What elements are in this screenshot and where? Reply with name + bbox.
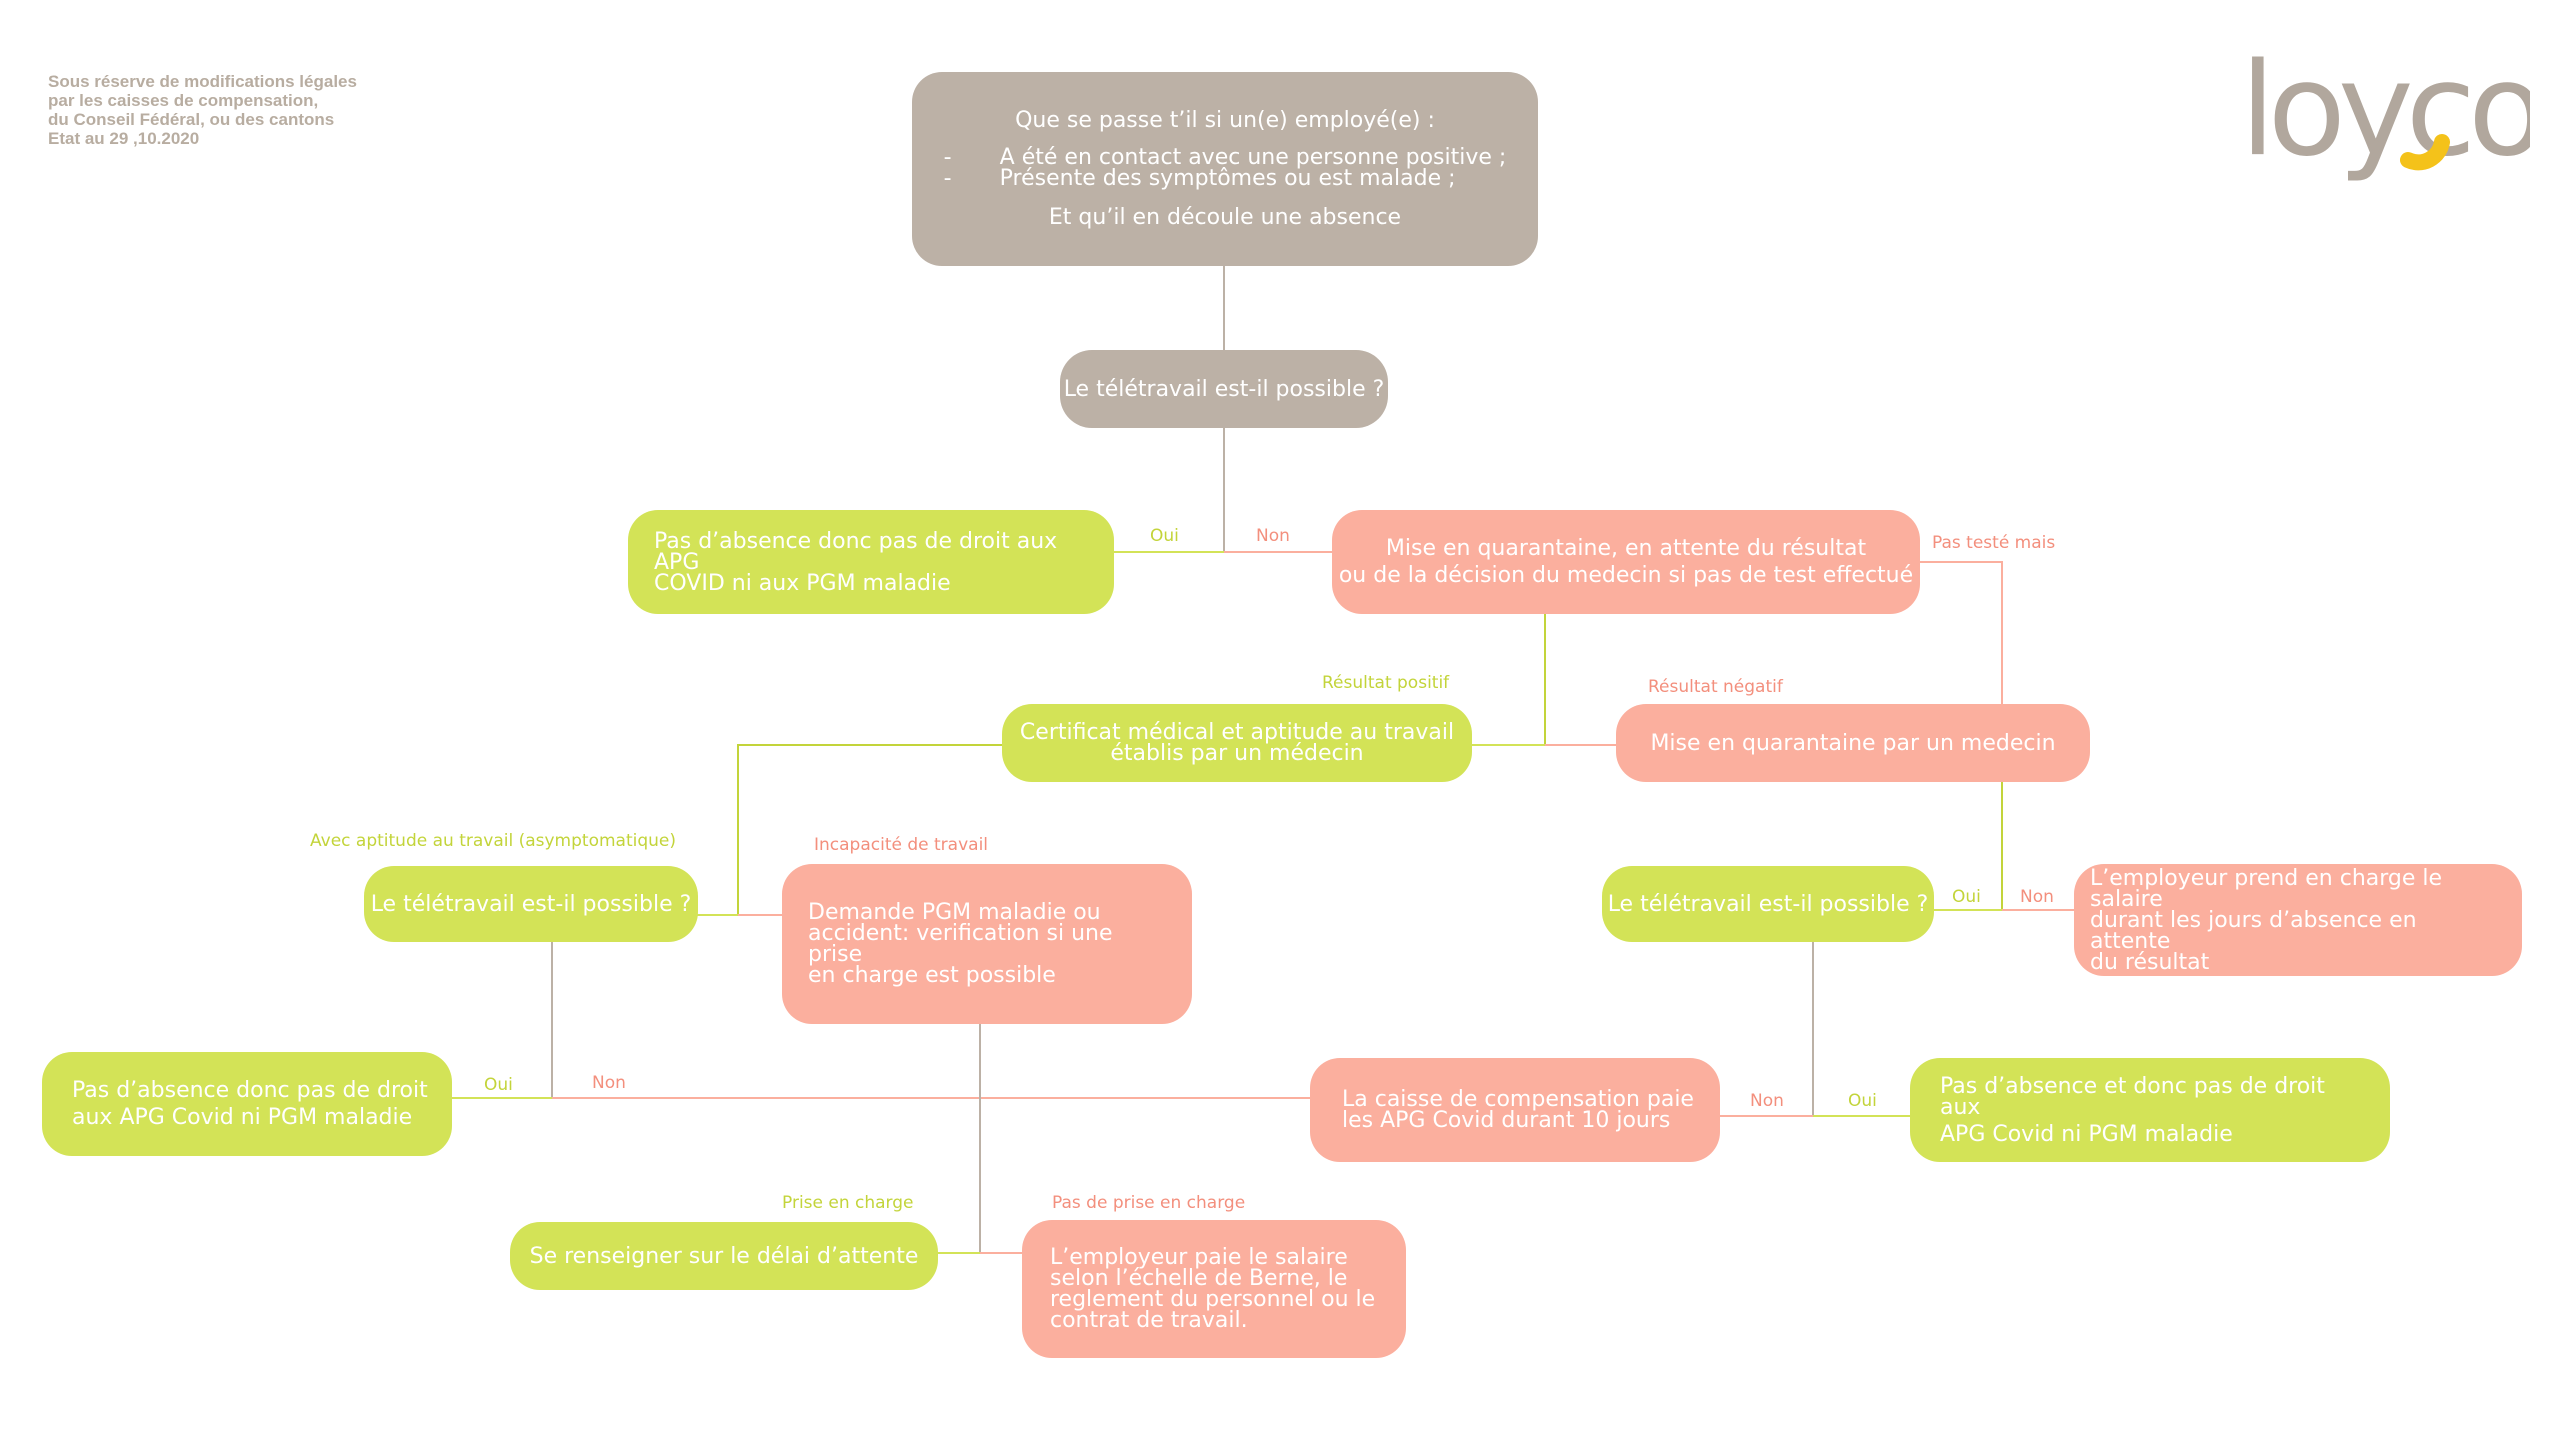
question-main-title: Que se passe t’il si un(e) employé(e) : xyxy=(1015,108,1435,133)
logo-accent xyxy=(2400,134,2450,171)
disclaimer-line: Sous réserve de modifications légales xyxy=(48,72,357,91)
disclaimer-line: par les caisses de compensation, xyxy=(48,91,319,110)
disclaimer-line: Etat au 29 ,10.2020 xyxy=(48,129,200,148)
label-pas-teste: Pas testé mais xyxy=(1932,533,2056,553)
pgm-request-node: Demande PGM maladie ou accident: verific… xyxy=(782,864,1192,1024)
question-bullet: Présente des symptômes ou est malade ; xyxy=(999,166,1456,191)
teletravail-question-1: Le télétravail est-il possible ? xyxy=(1060,350,1388,428)
teletravail-question-left: Le télétravail est-il possible ? xyxy=(364,866,698,942)
label-non: Non xyxy=(1750,1091,1784,1111)
connector-certificate-left xyxy=(737,744,1002,915)
label-pas-prise-en-charge: Pas de prise en charge xyxy=(1052,1193,1246,1213)
caisse-node: La caisse de compensation paie les APG C… xyxy=(1310,1058,1720,1162)
question-main-footer: Et qu’il en découle une absence xyxy=(1048,205,1402,230)
label-oui: Oui xyxy=(1952,887,1981,907)
label-avec-aptitude: Avec aptitude au travail (asymptomatique… xyxy=(310,831,676,851)
no-absence-node-1: Pas d’absence donc pas de droit aux APG … xyxy=(628,510,1114,614)
loyco-logo: loyco xyxy=(2240,52,2530,182)
quarantine-doctor-node: Mise en quarantaine par un medecin xyxy=(1616,704,2090,782)
label-resultat-negatif: Résultat négatif xyxy=(1648,677,1783,697)
disclaimer-line: du Conseil Fédéral, ou des cantons xyxy=(48,110,335,129)
connector-pas-teste xyxy=(1920,561,2003,704)
label-non: Non xyxy=(1256,526,1290,546)
label-non: Non xyxy=(592,1073,626,1093)
no-absence-node-left: Pas d’absence donc pas de droit aux APG … xyxy=(42,1052,452,1156)
logo-text: loyco xyxy=(2240,52,2530,182)
delai-node: Se renseigner sur le délai d’attente xyxy=(510,1222,938,1290)
disclaimer: Sous réserve de modifications légales pa… xyxy=(48,72,468,148)
label-non: Non xyxy=(2020,887,2054,907)
label-prise-en-charge: Prise en charge xyxy=(782,1193,914,1213)
label-oui: Oui xyxy=(484,1075,513,1095)
label-oui: Oui xyxy=(1150,526,1179,546)
question-bullet: A été en contact avec une personne posit… xyxy=(999,145,1507,170)
teletravail-question-right: Le télétravail est-il possible ? xyxy=(1602,866,1934,942)
employer-bern-node: L’employeur paie le salaire selon l’éche… xyxy=(1022,1220,1406,1358)
no-absence-node-right: Pas d’absence et donc pas de droit aux A… xyxy=(1910,1058,2390,1162)
label-oui: Oui xyxy=(1848,1091,1877,1111)
label-resultat-positif: Résultat positif xyxy=(1322,673,1450,693)
certificate-node: Certificat médical et aptitude au travai… xyxy=(1002,704,1472,782)
quarantine-pending-node: Mise en quarantaine, en attente du résul… xyxy=(1332,510,1920,614)
employer-result-node: L’employeur prend en charge le salaire d… xyxy=(2074,864,2522,976)
question-main-node: Que se passe t’il si un(e) employé(e) : … xyxy=(912,72,1538,266)
label-incapacite: Incapacité de travail xyxy=(814,835,989,855)
